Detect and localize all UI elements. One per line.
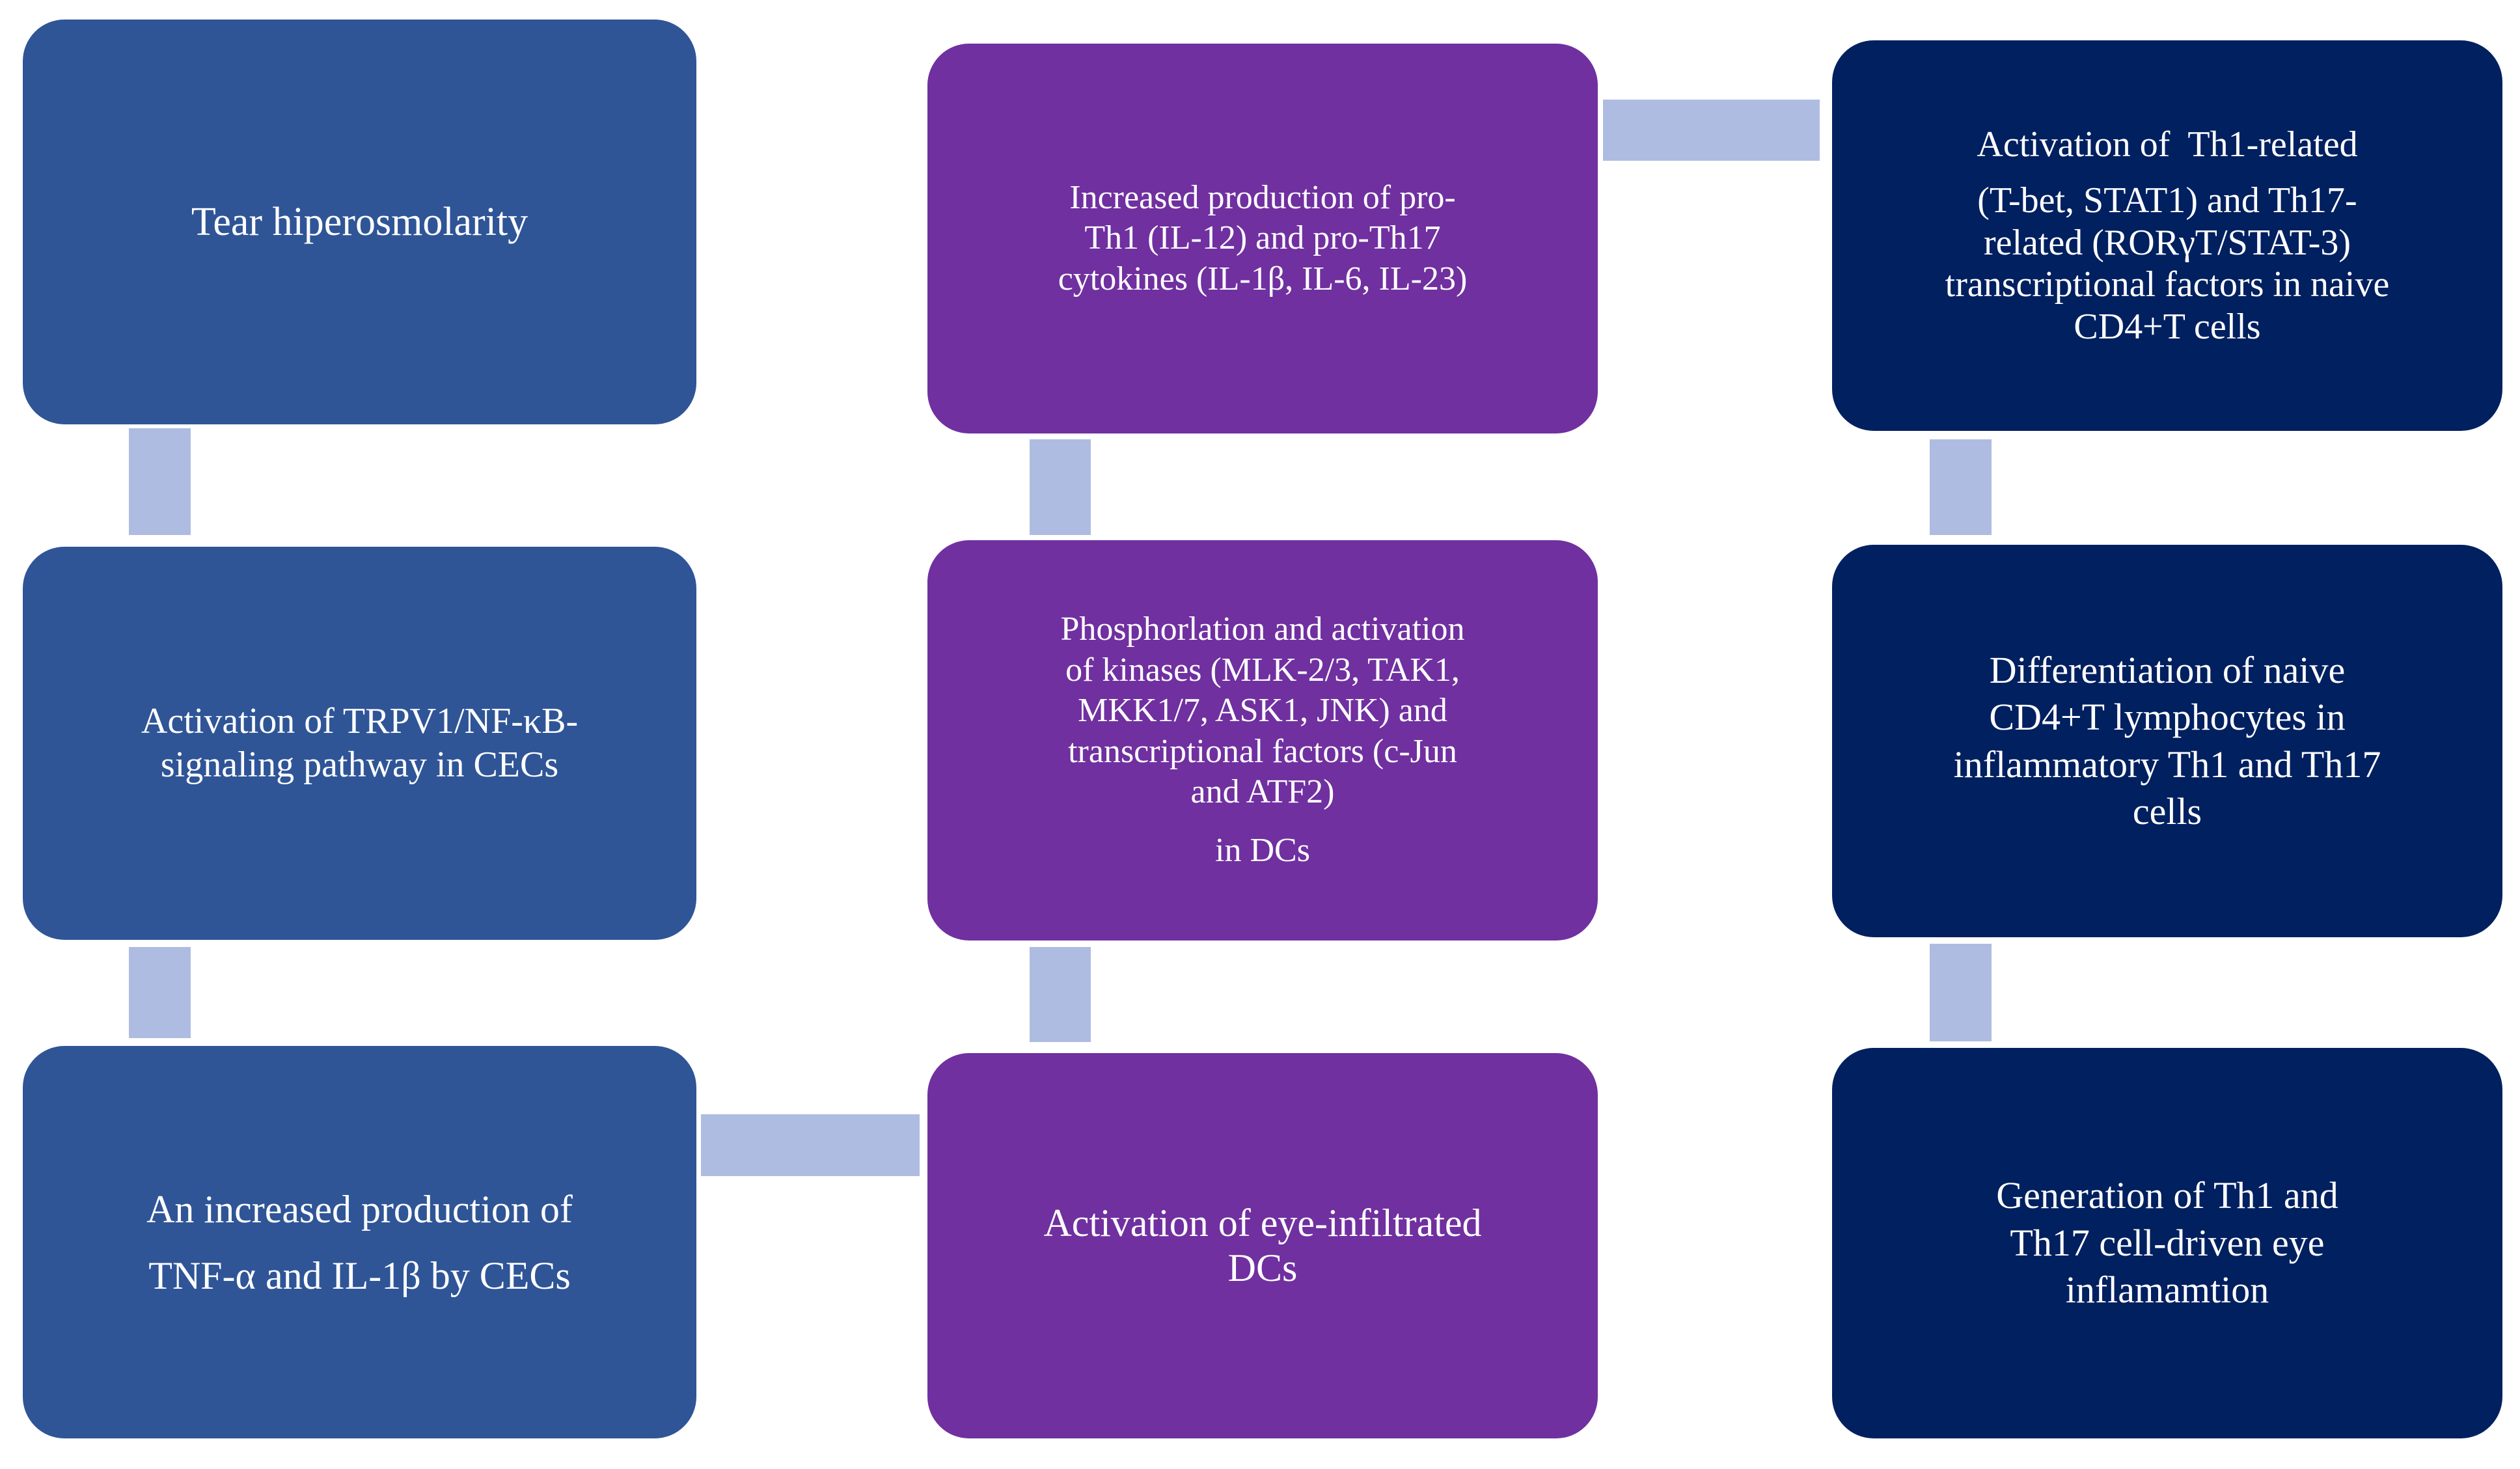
box-text: Activation of TRPV1/NF-κB- signaling pat… [141, 700, 579, 785]
flow-box-eye-infiltrated-dcs-activation: Activation of eye-infiltrated DCs [927, 1053, 1598, 1438]
box-text: Generation of Th1 and Th17 cell-driven e… [1996, 1174, 2338, 1311]
connector-cytokines-to-factors [1603, 100, 1820, 161]
box-text: (T-bet, STAT1) and Th17- related (RORγT/… [1945, 180, 2390, 347]
connector-tnf-to-dcs [701, 1114, 920, 1176]
connector-differentiation-to-inflammation [1930, 944, 1992, 1041]
box-text: Differentiation of naive CD4+T lymphocyt… [1953, 648, 2381, 833]
flow-box-eye-inflammation-generation: Generation of Th1 and Th17 cell-driven e… [1832, 1048, 2502, 1438]
box-text: in DCs [1215, 832, 1310, 870]
box-text: Tear hiperosmolarity [191, 199, 528, 244]
connector-dcs-to-kinases [1030, 947, 1091, 1042]
connector-tear-to-trpv1 [129, 428, 191, 535]
box-text: Phosphorlation and activation of kinases… [1060, 611, 1465, 810]
flow-box-pro-th1-th17-cytokines: Increased production of pro- Th1 (IL-12)… [927, 44, 1598, 433]
box-text: Activation of eye-infiltrated DCs [1043, 1201, 1482, 1289]
connector-kinases-to-cytokines [1030, 439, 1091, 535]
flow-box-trpv1-nfkb-activation: Activation of TRPV1/NF-κB- signaling pat… [23, 547, 696, 940]
box-text: Increased production of pro- Th1 (IL-12)… [1058, 178, 1468, 297]
box-text: An increased production of TNF-α and IL-… [146, 1187, 573, 1297]
flow-box-tear-hyperosmolarity: Tear hiperosmolarity [23, 20, 696, 424]
flow-box-th1-th17-transcription-factors: Activation of Th1-related (T-bet, STAT1)… [1832, 40, 2502, 431]
connector-factors-to-differentiation [1930, 439, 1992, 535]
connector-trpv1-to-tnf [129, 947, 191, 1038]
flow-box-tnf-il1b-production: An increased production of TNF-α and IL-… [23, 1046, 696, 1438]
flow-box-kinase-phosphorylation: Phosphorlation and activation of kinases… [927, 540, 1598, 940]
flow-box-cd4-differentiation: Differentiation of naive CD4+T lymphocyt… [1832, 545, 2502, 937]
box-text: Activation of Th1-related [1977, 124, 2358, 165]
